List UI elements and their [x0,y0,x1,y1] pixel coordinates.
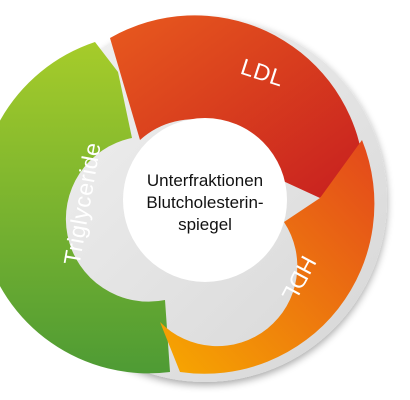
segment-hdl [160,140,375,374]
segment-ldl [110,15,362,199]
center-line-3: spiegel [178,215,232,234]
center-line-2: Blutcholesterin- [146,193,263,212]
center-line-1: Unterfraktionen [147,171,263,190]
center-circle [123,118,287,282]
segment-triglyceride [0,42,170,374]
